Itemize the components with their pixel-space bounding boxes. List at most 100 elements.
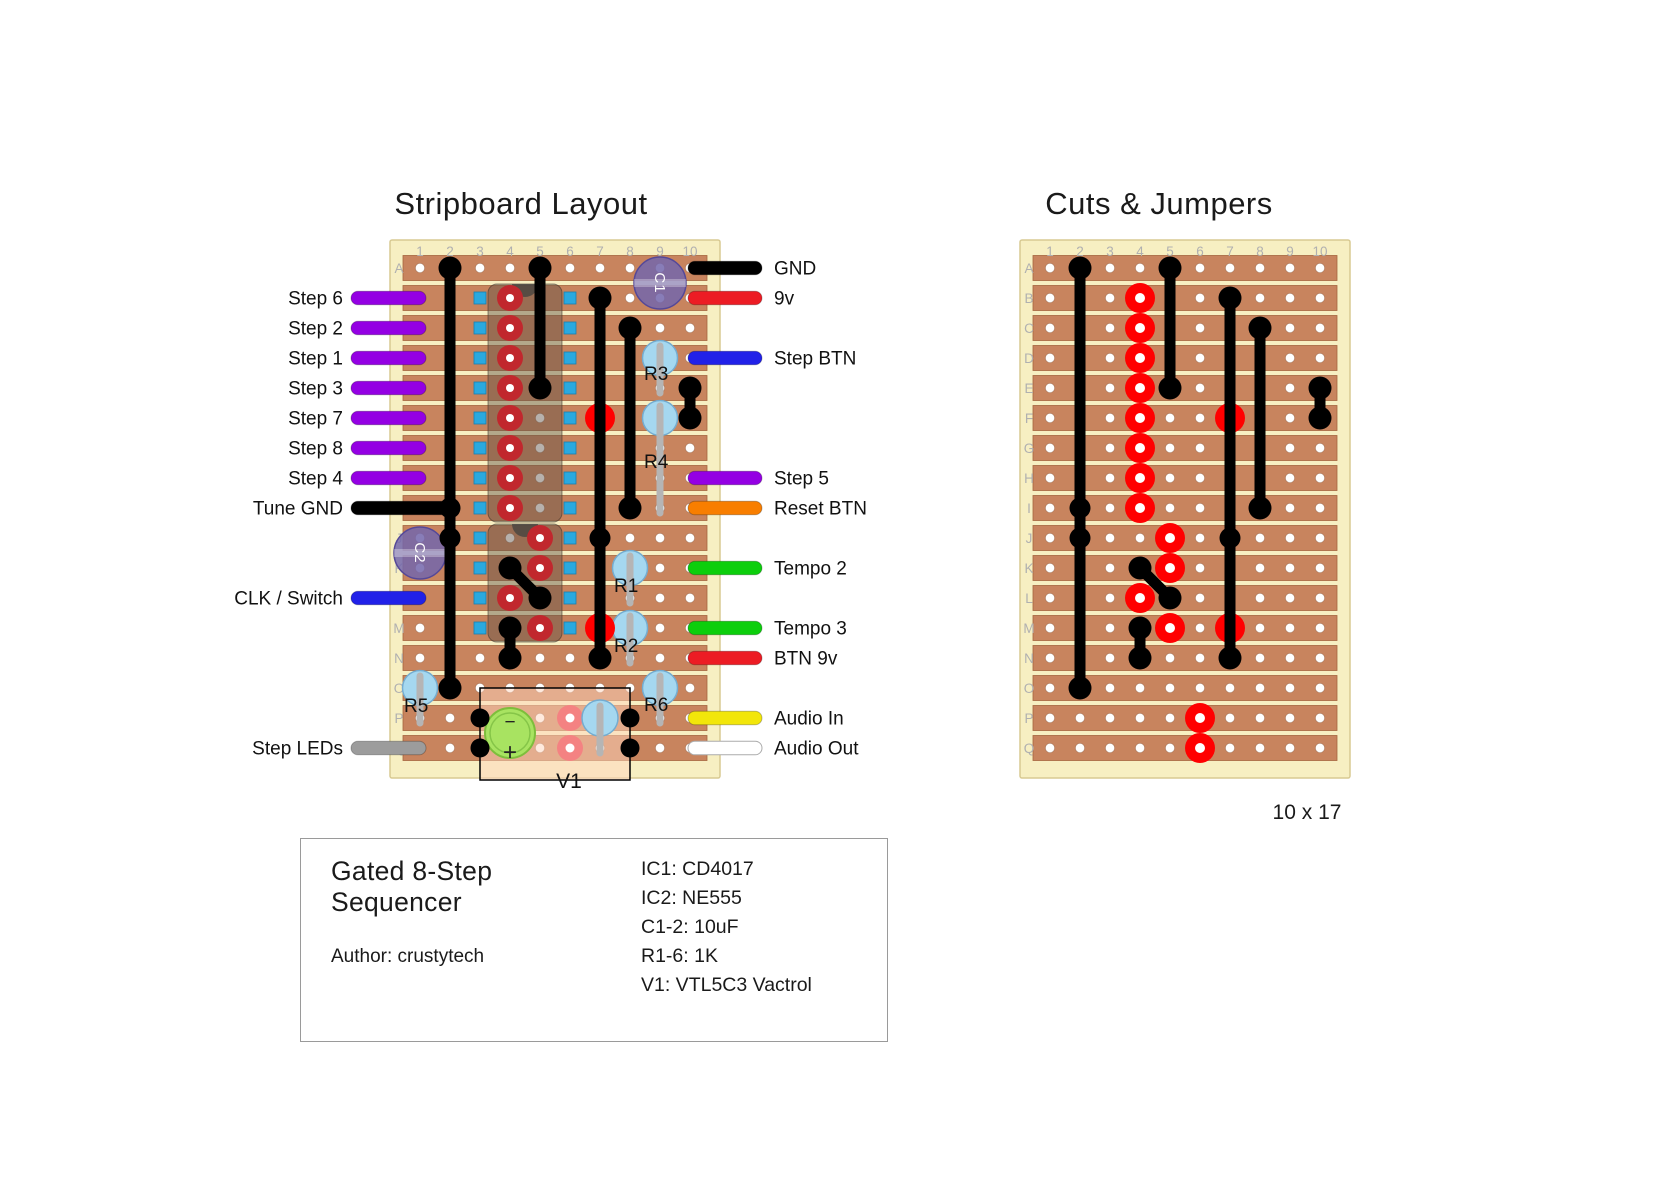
strip-hole <box>535 653 546 664</box>
strip-hole <box>1045 683 1056 694</box>
strip-hole <box>1105 352 1116 363</box>
part-spec: C1-2: 10uF <box>641 916 739 938</box>
strip-hole <box>1255 563 1266 574</box>
strip-hole <box>685 442 696 453</box>
strip-hole <box>1315 623 1326 634</box>
jumper-wire <box>528 256 552 400</box>
jumper-end <box>588 286 612 310</box>
jumper-end <box>528 586 552 610</box>
strip-hole <box>1135 713 1146 724</box>
strip-hole <box>1105 713 1116 724</box>
resistor-r2: R2 <box>611 609 649 667</box>
ic-pin <box>563 291 577 305</box>
wire-step-7: Step 7 <box>288 409 427 430</box>
wire-step-1: Step 1 <box>288 349 427 370</box>
column-header: 6 <box>1196 244 1204 259</box>
ic-pin <box>473 351 487 365</box>
ic-pin <box>563 621 577 635</box>
strip-hole <box>1105 743 1116 754</box>
strip-hole <box>1105 563 1116 574</box>
jumper-wire <box>498 556 552 610</box>
strip-hole <box>1225 713 1236 724</box>
jumper-wire <box>1248 316 1272 520</box>
row-header: J <box>1026 531 1033 546</box>
jumper-end <box>498 556 522 580</box>
row-header: A <box>1024 261 1033 276</box>
strip-hole <box>1165 713 1176 724</box>
jumper-wire <box>1068 256 1092 700</box>
pad-hole <box>565 743 575 753</box>
column-header: 4 <box>506 244 514 259</box>
strip-hole <box>1255 713 1266 724</box>
jumper-junction-dot <box>1069 527 1091 549</box>
strip-hole <box>1285 442 1296 453</box>
wire-label: Tempo 3 <box>774 619 847 640</box>
strip-hole <box>1285 352 1296 363</box>
column-header: 9 <box>1286 244 1294 259</box>
ic-pin <box>563 411 577 425</box>
strip-hole <box>595 262 606 273</box>
resistor-label: R6 <box>644 695 668 716</box>
cut-hole <box>1135 383 1145 393</box>
wire-label: Step LEDs <box>252 739 343 760</box>
ic-pin <box>473 441 487 455</box>
strip-hole <box>1165 502 1176 513</box>
wire-step-5: Step 5 <box>687 469 829 490</box>
strip-hole <box>1195 382 1206 393</box>
jumper-end <box>1158 256 1182 280</box>
jumper-junction-dot <box>1069 497 1091 519</box>
strip-hole <box>1135 683 1146 694</box>
strip-hole <box>1135 533 1146 544</box>
resistor-label: R3 <box>644 364 668 385</box>
strip-hole <box>1285 563 1296 574</box>
wire-stub <box>350 320 427 336</box>
jumper-end <box>528 376 552 400</box>
vactrol-led <box>484 707 536 759</box>
row-header: A <box>394 261 403 276</box>
strip-hole <box>1045 533 1056 544</box>
strip-hole <box>565 653 576 664</box>
strip-hole <box>1195 502 1206 513</box>
jumper-end <box>678 376 702 400</box>
strip-hole <box>1195 412 1206 423</box>
jumper-end <box>1158 376 1182 400</box>
wire-stub <box>687 500 763 516</box>
wire-stub <box>350 470 427 486</box>
strip-hole <box>1255 743 1266 754</box>
strip-hole <box>1105 472 1116 483</box>
strip-hole <box>685 593 696 604</box>
wire-tune-gnd: Tune GND <box>253 499 453 520</box>
jumper-end <box>1128 616 1152 640</box>
strip-hole <box>1315 713 1326 724</box>
strip-hole <box>1285 593 1296 604</box>
wire-label: Step 2 <box>288 319 343 340</box>
strip-hole <box>1285 743 1296 754</box>
vactrol-label: V1 <box>556 770 582 793</box>
part-spec: IC2: NE555 <box>641 887 742 909</box>
wire-label: Step 7 <box>288 409 343 430</box>
strip-hole <box>1285 502 1296 513</box>
strip-hole <box>535 502 546 513</box>
wire-stub <box>350 740 427 756</box>
strip-hole <box>1285 292 1296 303</box>
strip-hole <box>1195 322 1206 333</box>
part-spec: R1-6: 1K <box>641 945 718 967</box>
strip-hole <box>1105 382 1116 393</box>
strip-hole <box>1255 533 1266 544</box>
vactrol-v1: −+V1 <box>470 687 640 793</box>
wire-label: CLK / Switch <box>234 589 343 610</box>
ic-pin <box>563 351 577 365</box>
pad-hole <box>506 444 514 452</box>
jumper-end <box>438 676 462 700</box>
strip-hole <box>1195 593 1206 604</box>
cut-hole <box>1165 623 1175 633</box>
strip-hole <box>1195 442 1206 453</box>
strip-hole <box>1195 653 1206 664</box>
strip-hole <box>655 653 666 664</box>
strip-hole <box>1045 623 1056 634</box>
strip-hole <box>685 683 696 694</box>
strip-hole <box>625 533 636 544</box>
jumper-wire <box>678 376 702 430</box>
ic-pin <box>473 411 487 425</box>
strip-hole <box>685 533 696 544</box>
